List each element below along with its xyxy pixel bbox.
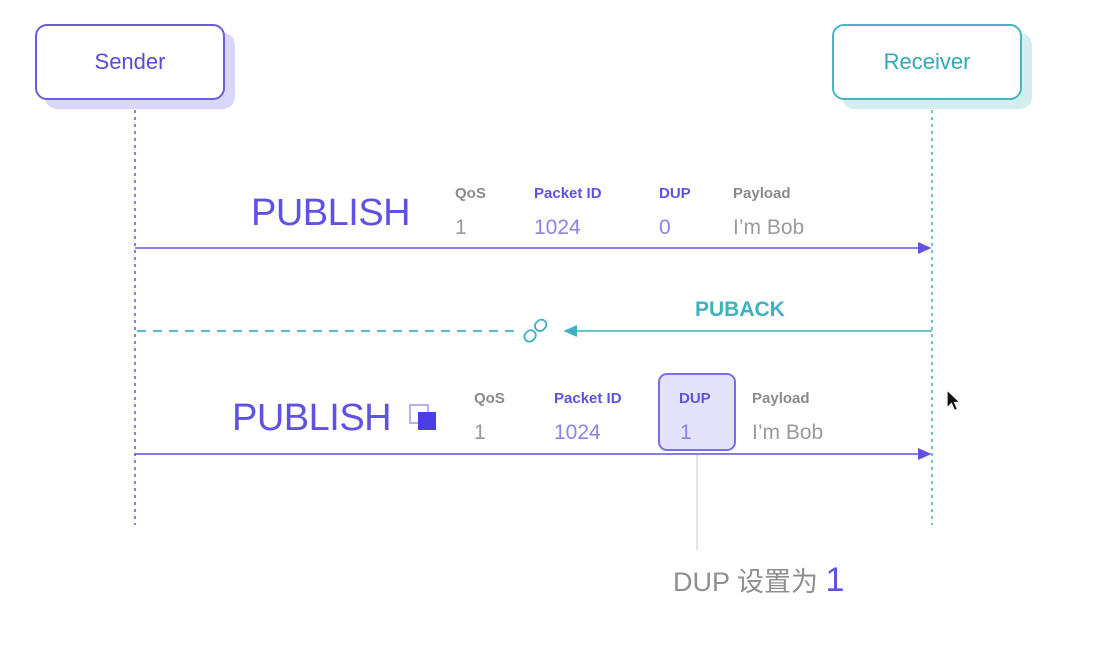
- publish-1-packet-id-header: Packet ID: [534, 185, 602, 202]
- dup-highlight-box: [658, 373, 736, 451]
- publish-1-packet-id-value: 1024: [534, 216, 581, 239]
- publish-1-payload-value: I’m Bob: [733, 216, 805, 239]
- publish-2-packet-id-value: 1024: [554, 421, 601, 444]
- resend-icon: [409, 404, 436, 430]
- publish-1-title: PUBLISH: [251, 192, 411, 234]
- publish-2-payload-header: Payload: [752, 390, 810, 407]
- broken-link-icon: [523, 318, 548, 343]
- puback-label: PUBACK: [695, 298, 785, 321]
- dup-caption: DUP 设置为 1: [673, 560, 844, 600]
- publish-1-dup-value: 0: [659, 216, 671, 239]
- dup-caption-text: DUP 设置为: [673, 567, 826, 597]
- publish-2-dup-header: DUP: [679, 390, 711, 407]
- sender-label: Sender: [94, 49, 166, 74]
- receiver-box: Receiver: [832, 24, 1022, 100]
- publish-2-packet-id-header: Packet ID: [554, 390, 622, 407]
- publish-2-dup-value: 1: [680, 421, 692, 444]
- publish-2-qos-value: 1: [474, 421, 486, 444]
- cursor-icon: [946, 388, 962, 412]
- dup-caption-number: 1: [825, 561, 845, 599]
- publish-2-qos-header: QoS: [474, 390, 505, 407]
- publish-2-payload-value: I’m Bob: [752, 421, 824, 444]
- publish-1-qos-value: 1: [455, 216, 467, 239]
- publish-2-title: PUBLISH: [232, 397, 392, 439]
- publish-1-dup-header: DUP: [659, 185, 691, 202]
- receiver-label: Receiver: [883, 49, 971, 74]
- publish-1-payload-header: Payload: [733, 185, 791, 202]
- sender-box: Sender: [35, 24, 225, 100]
- publish-1-qos-header: QoS: [455, 185, 486, 202]
